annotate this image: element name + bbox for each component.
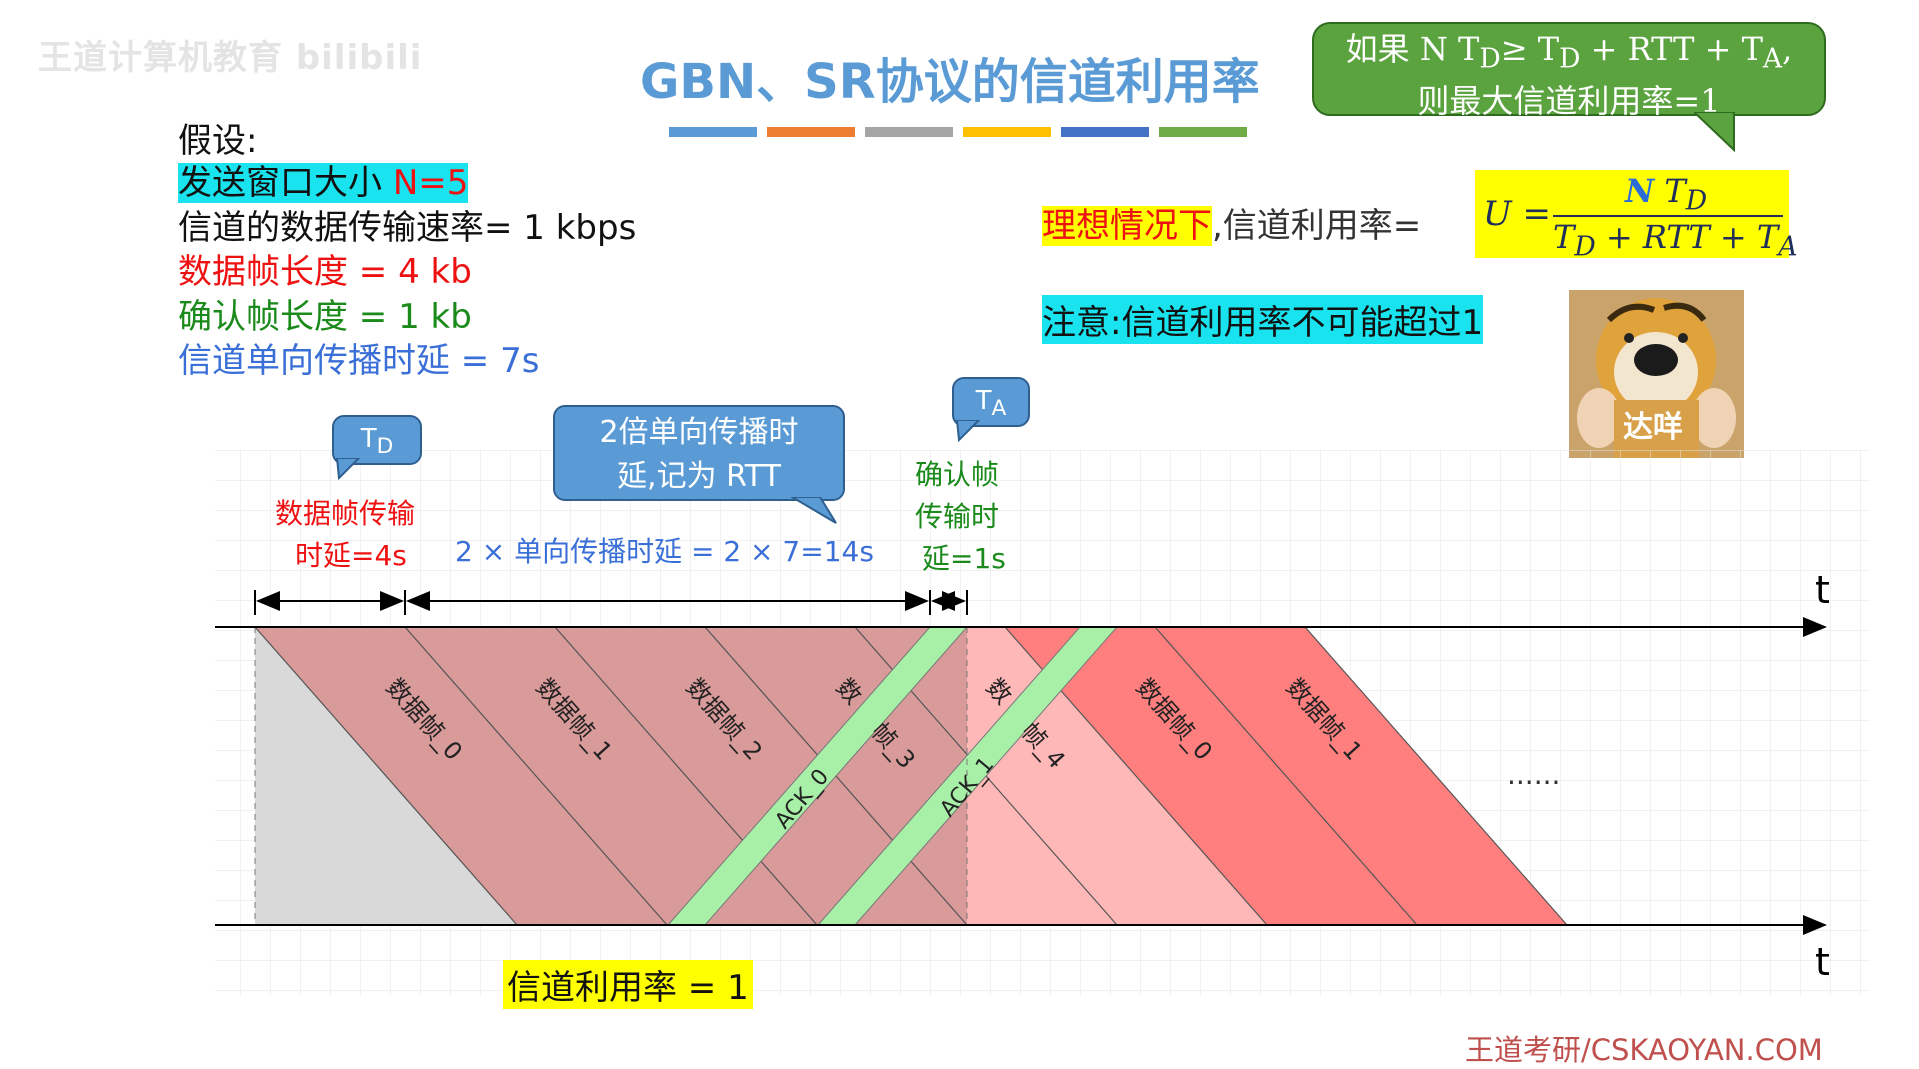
t-axis-bottom-label: t bbox=[1815, 940, 1830, 984]
assumption-rate: 信道的数据传输速率= 1 kbps bbox=[178, 208, 637, 248]
title-bar-segment bbox=[1159, 127, 1247, 137]
callout-tail bbox=[1694, 112, 1735, 152]
formula-u: U = bbox=[1483, 194, 1551, 234]
assumption-ack-frame: 确认帧长度 = 1 kb bbox=[178, 297, 472, 337]
frame-band bbox=[1005, 627, 1417, 925]
ta-callout-tail bbox=[955, 420, 981, 442]
fraction-line bbox=[1553, 215, 1783, 217]
td-label-line2: 时延=4s bbox=[295, 539, 407, 572]
title-bar-segment bbox=[963, 127, 1051, 137]
dog-illustration bbox=[1569, 290, 1744, 458]
frame-band bbox=[555, 627, 967, 925]
note-text: 注意:信道利用率不可能超过1 bbox=[1042, 295, 1484, 344]
frame-band bbox=[255, 627, 667, 925]
window-value: N=5 bbox=[392, 163, 469, 203]
dimension-arrows bbox=[254, 590, 968, 615]
assumption-heading: 假设: bbox=[178, 121, 258, 161]
ta-label-line3: 延=1s bbox=[922, 542, 1006, 575]
assumption-window: 发送窗口大小 N=5 bbox=[178, 155, 469, 204]
title-bar-segment bbox=[865, 127, 953, 137]
max-utilization-callout: 如果 N TD≥ TD + RTT + TA, 则最大信道利用率=1 bbox=[1312, 22, 1826, 152]
td-callout: TD bbox=[332, 415, 422, 465]
title-bar-segment bbox=[669, 127, 757, 137]
assumption-prop-delay: 信道单向传播时延 = 7s bbox=[178, 341, 540, 381]
t-axis-top-label: t bbox=[1815, 568, 1830, 612]
assumption-data-frame: 数据帧长度 = 4 kb bbox=[178, 252, 472, 292]
ideal-utilization-text: 理想情况下,信道利用率= bbox=[1042, 206, 1422, 246]
td-label-line1: 数据帧传输 bbox=[275, 497, 416, 530]
ta-callout: TA bbox=[952, 377, 1030, 427]
frame-band bbox=[405, 627, 817, 925]
watermark: 王道计算机教育 bilibili bbox=[38, 38, 423, 78]
dog-caption: 达咩 bbox=[1623, 410, 1683, 445]
rtt-callout-tail bbox=[790, 497, 837, 524]
utilization-formula: U = N TD TD + RTT + TA bbox=[1475, 170, 1797, 262]
rtt-callout: 2倍单向传播时 延,记为 RTT bbox=[553, 405, 845, 501]
ta-label-line1: 确认帧 bbox=[915, 458, 1000, 491]
title-bar-segment bbox=[1061, 127, 1149, 137]
td-callout-tail bbox=[335, 458, 361, 480]
ta-label-line2: 传输时 bbox=[915, 500, 1000, 533]
frame-band bbox=[1155, 627, 1567, 925]
brand-footer: 王道考研/CSKAOYAN.COM bbox=[1465, 1033, 1823, 1067]
dog-meme-image: 达咩 bbox=[1569, 290, 1744, 458]
callout-condition: 如果 N TD≥ TD + RTT + TA, bbox=[1345, 30, 1793, 75]
window-label: 发送窗口大小 bbox=[178, 163, 382, 203]
rtt-label: 2 × 单向传播时延 = 2 × 7=14s bbox=[455, 535, 874, 568]
formula-numerator: N TD bbox=[1625, 172, 1708, 217]
title-bar-segment bbox=[767, 127, 855, 137]
ellipsis: ...... bbox=[1507, 758, 1561, 791]
ideal-highlight: 理想情况下 bbox=[1042, 206, 1212, 246]
callout-result: 则最大信道利用率=1 bbox=[1417, 82, 1721, 121]
page-title: GBN、SR协议的信道利用率 bbox=[640, 54, 1260, 110]
formula-denominator: TD + RTT + TA bbox=[1553, 218, 1798, 263]
utilization-result: 信道利用率 = 1 bbox=[503, 960, 753, 1009]
